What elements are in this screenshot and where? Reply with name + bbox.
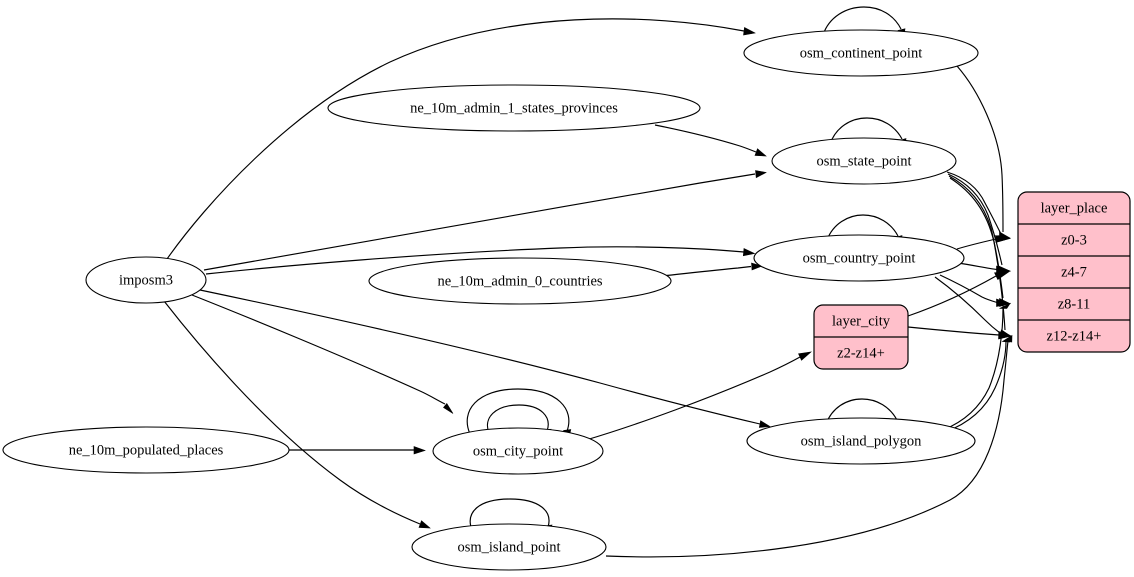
edge-osm-country-point-to-layer-place-z0-3 — [956, 238, 997, 250]
node-osm-country-point[interactable]: osm_country_point — [753, 234, 965, 282]
node-label-osm-city-point: osm_city_point — [473, 443, 563, 459]
edge-self-loop-osm-island-point — [469, 498, 550, 531]
edge-self-loop-outer-osm-city-point — [466, 388, 570, 435]
edge-osm-state-point-to-layer-place-z8-11 — [948, 175, 1004, 299]
edge-self-loop-osm-island-polygon — [825, 398, 898, 425]
edge-osm-continent-point-to-layer-place-z0-3 — [956, 65, 1004, 233]
arrowhead — [443, 402, 454, 414]
arrowhead — [413, 446, 426, 455]
arrowhead — [798, 351, 812, 361]
layer-place-row-z4-7: z4-7 — [1061, 264, 1087, 280]
edge-self-loop-inner-osm-city-point — [487, 404, 549, 434]
node-label-ne-countries: ne_10m_admin_0_countries — [437, 273, 602, 289]
node-shape-ellipse — [743, 29, 979, 77]
node-shape-ellipse — [746, 417, 976, 465]
node-label-osm-island-point: osm_island_point — [457, 539, 560, 555]
node-shape-ellipse — [753, 234, 965, 282]
arrowhead — [758, 420, 771, 428]
arrowhead — [754, 148, 767, 157]
edge-osm-country-point-to-layer-place-z4-7 — [957, 262, 998, 271]
arrowhead — [418, 520, 431, 529]
layer-city-row-z2-z14plus: z2-z14+ — [837, 345, 885, 361]
node-layer-place[interactable]: layer_place z0-3 z4-7 z8-11 z12-z14+ — [1017, 191, 1131, 353]
layer-place-body — [1017, 191, 1131, 353]
node-shape-ellipse — [2, 426, 290, 474]
node-layer: imposm3 ne_10m_admin_1_states_provinces … — [2, 29, 979, 571]
node-osm-island-point[interactable]: osm_island_point — [411, 523, 607, 571]
node-shape-ellipse — [411, 523, 607, 571]
node-osm-island-polygon[interactable]: osm_island_polygon — [746, 417, 976, 465]
node-shape-ellipse — [771, 137, 957, 185]
edge-ne-states-to-osm-state-point — [654, 124, 757, 153]
arrowhead — [1003, 334, 1013, 343]
node-label-osm-state-point: osm_state_point — [816, 153, 911, 169]
arrowhead — [994, 270, 1011, 280]
edge-imposm3-to-osm-island-polygon — [199, 289, 761, 425]
layer-place-row-z0-3: z0-3 — [1061, 232, 1087, 248]
edge-osm-island-polygon-to-layer-place-z12-z14 — [944, 340, 1007, 433]
edge-osm-state-point-to-layer-place-z4-7 — [947, 173, 1003, 266]
layer-place-row-z12-z14plus: z12-z14+ — [1047, 328, 1102, 344]
node-label-osm-country-point: osm_country_point — [803, 250, 916, 266]
edge-osm-city-point-to-layer-city-z2-z14 — [585, 356, 801, 441]
node-label-ne-populated: ne_10m_populated_places — [69, 442, 224, 458]
edge-imposm3-to-osm-continent-point — [166, 18, 745, 260]
edge-ne-countries-to-osm-country-point — [661, 265, 752, 277]
edge-osm-state-point-to-layer-place-z0-3 — [946, 171, 1002, 235]
edge-imposm3-to-osm-city-point — [191, 294, 446, 405]
arrowhead — [999, 302, 1011, 309]
arrowhead — [751, 262, 763, 271]
edge-imposm3-to-osm-state-point — [203, 173, 756, 271]
arrowhead — [995, 235, 1011, 243]
edge-osm-island-point-to-layer-place-z12-z14 — [605, 340, 1009, 558]
arrowhead — [743, 27, 756, 36]
node-label-osm-continent-point: osm_continent_point — [800, 45, 922, 61]
node-label-imposm3: imposm3 — [119, 272, 173, 288]
edge-self-loop-osm-state-point — [829, 117, 903, 145]
edge-osm-island-polygon-to-layer-place-z8-11 — [942, 307, 1004, 431]
layer-place-header-label: layer_place — [1041, 200, 1108, 216]
edge-imposm3-to-osm-country-point — [205, 246, 745, 275]
edge-layer-city-to-layer-place-z4-7 — [907, 275, 997, 317]
node-shape-ellipse — [85, 256, 207, 304]
node-layer-city[interactable]: layer_city z2-z14+ — [813, 304, 909, 370]
edge-imposm3-to-osm-island-point — [163, 300, 421, 525]
node-imposm3[interactable]: imposm3 — [85, 256, 207, 304]
node-osm-continent-point[interactable]: osm_continent_point — [743, 29, 979, 77]
edge-layer-city-to-layer-place-z12-z14 — [907, 326, 1000, 336]
edge-self-loop-osm-country-point — [826, 214, 899, 241]
layer-city-header-label: layer_city — [832, 313, 891, 329]
node-osm-city-point[interactable]: osm_city_point — [432, 427, 604, 475]
arrowhead — [996, 298, 1012, 307]
edge-osm-country-point-to-layer-place-z8-11 — [939, 274, 998, 304]
arrowhead — [742, 248, 756, 257]
node-ne-10m-admin-0-countries[interactable]: ne_10m_admin_0_countries — [368, 257, 672, 305]
layer-place-row-z8-11: z8-11 — [1058, 296, 1090, 312]
edge-self-loop-osm-continent-point — [822, 6, 902, 36]
node-shape-ellipse — [432, 427, 604, 475]
node-osm-state-point[interactable]: osm_state_point — [771, 137, 957, 185]
node-label-osm-island-polygon: osm_island_polygon — [801, 433, 923, 449]
edge-layer — [163, 6, 1013, 558]
edge-osm-country-point-to-layer-place-z12-z14 — [934, 276, 1001, 334]
arrowhead — [755, 170, 767, 179]
node-ne-10m-populated-places[interactable]: ne_10m_populated_places — [2, 426, 290, 474]
node-shape-ellipse — [368, 257, 672, 305]
node-shape-ellipse — [327, 84, 701, 132]
node-ne-10m-admin-1-states-provinces[interactable]: ne_10m_admin_1_states_provinces — [327, 84, 701, 132]
node-label-ne-states: ne_10m_admin_1_states_provinces — [410, 100, 618, 116]
